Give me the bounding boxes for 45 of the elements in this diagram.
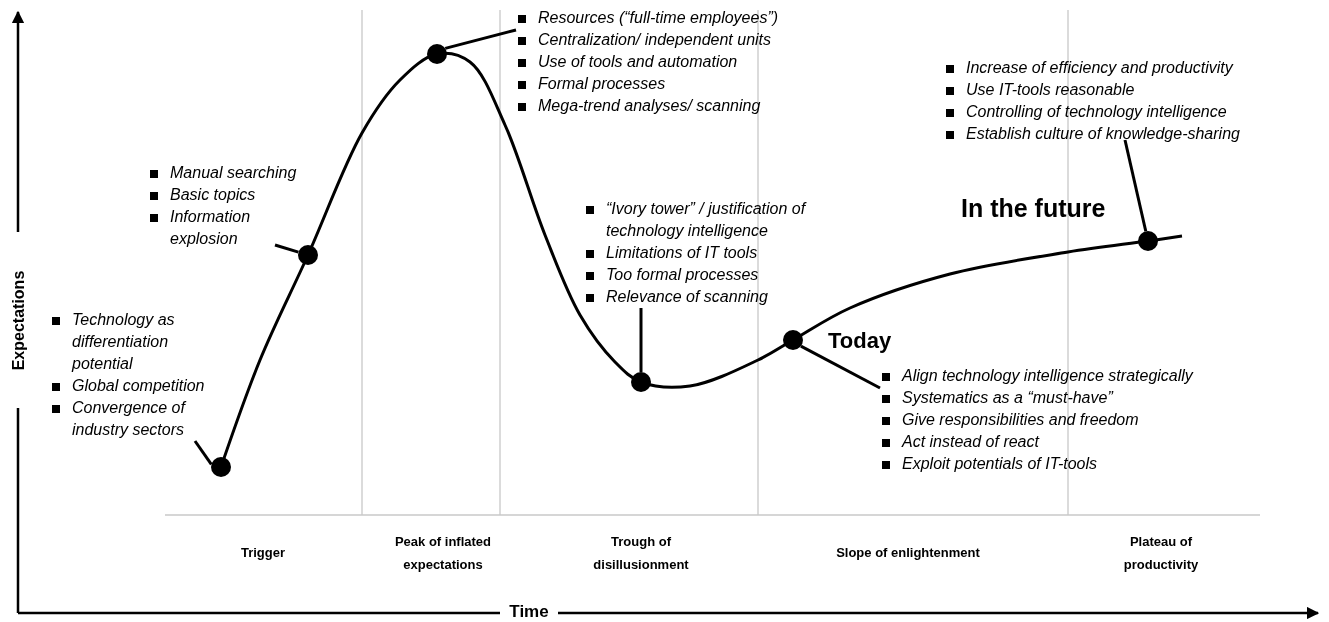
bullet-item: Information explosion <box>148 206 320 250</box>
bullet-item: Mega-trend analyses/ scanning <box>516 95 836 117</box>
axis-title: Expectations <box>8 269 28 373</box>
bullet-item: Align technology intelligence strategically <box>880 365 1260 387</box>
stage-label: In the future <box>961 194 1106 223</box>
leader-line <box>444 28 517 50</box>
curve-point <box>211 457 231 477</box>
bullet-item: Formal processes <box>516 73 836 95</box>
bullet-item: Too formal processes <box>584 264 846 286</box>
bullet-item: Establish culture of knowledge-sharing <box>944 123 1324 145</box>
leader-line <box>639 308 643 372</box>
phase-label: Plateau of productivity <box>1122 533 1200 574</box>
leader-line <box>800 344 881 390</box>
leader-line <box>274 243 299 254</box>
bullet-item: Basic topics <box>148 184 320 206</box>
phase-label: Trough of disillusionment <box>592 533 690 574</box>
phase-label: Slope of enlightenment <box>835 544 981 562</box>
bullet-item: Controlling of technology intelligence <box>944 101 1324 123</box>
curve-point <box>298 245 318 265</box>
curve-point <box>631 372 651 392</box>
bullet-item: Use of tools and automation <box>516 51 836 73</box>
curve-point <box>783 330 803 350</box>
leader-line <box>193 440 213 466</box>
bullet-item: Systematics as a “must-have” <box>880 387 1260 409</box>
bullet-item: Act instead of react <box>880 431 1260 453</box>
bullet-item: “Ivory tower” / justification of technology intelligence <box>584 198 846 242</box>
stage-label: Today <box>828 329 892 352</box>
bullet-item: Centralization/ independent units <box>516 29 836 51</box>
bullet-item: Limitations of IT tools <box>584 242 846 264</box>
bullet-item: Relevance of scanning <box>584 286 846 308</box>
bullet-item: Convergence of industry sectors <box>50 397 218 441</box>
bullet-item: Give responsibilities and freedom <box>880 409 1260 431</box>
curve-point <box>427 44 447 64</box>
phase-label: Trigger <box>239 544 287 562</box>
bullet-item: Manual searching <box>148 162 320 184</box>
bullet-item: Global competition <box>50 375 218 397</box>
bullet-item: Increase of efficiency and productivity <box>944 57 1324 79</box>
bullet-item: Exploit potentials of IT-tools <box>880 453 1260 475</box>
bullet-item: Resources (“full-time employees”) <box>516 7 836 29</box>
curve-point <box>1138 231 1158 251</box>
bullet-item: Technology as differentiation potential <box>50 309 218 375</box>
bullet-item: Use IT-tools reasonable <box>944 79 1324 101</box>
axis-title: Time <box>508 601 550 622</box>
phase-label: Peak of inflated expectations <box>393 533 493 574</box>
leader-line <box>1123 139 1148 232</box>
